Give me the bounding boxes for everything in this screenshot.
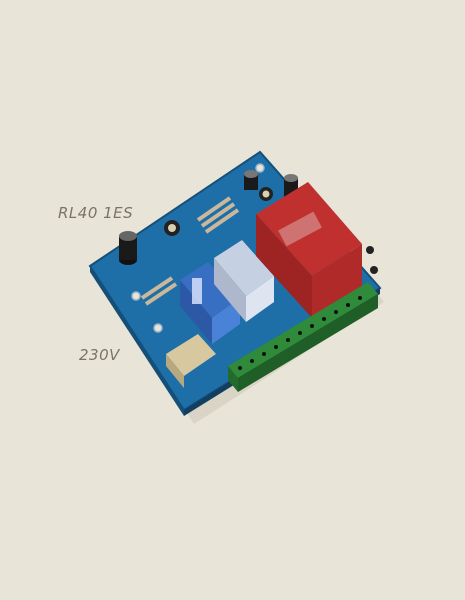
mounting-hole [153,323,163,333]
circuit-board-photo [88,150,384,424]
capacitor [244,170,258,190]
relay [180,262,240,344]
resistor-row [140,196,240,306]
mounting-hole [131,291,141,301]
voltage-label: 230V [79,346,120,364]
led [370,266,378,274]
mounting-hole [255,163,265,173]
capacitor [119,231,137,265]
relay [214,240,274,322]
model-label: RL40 1ES [58,204,134,222]
transformer [256,182,362,318]
led [366,246,374,254]
fuse-holder [166,334,216,388]
